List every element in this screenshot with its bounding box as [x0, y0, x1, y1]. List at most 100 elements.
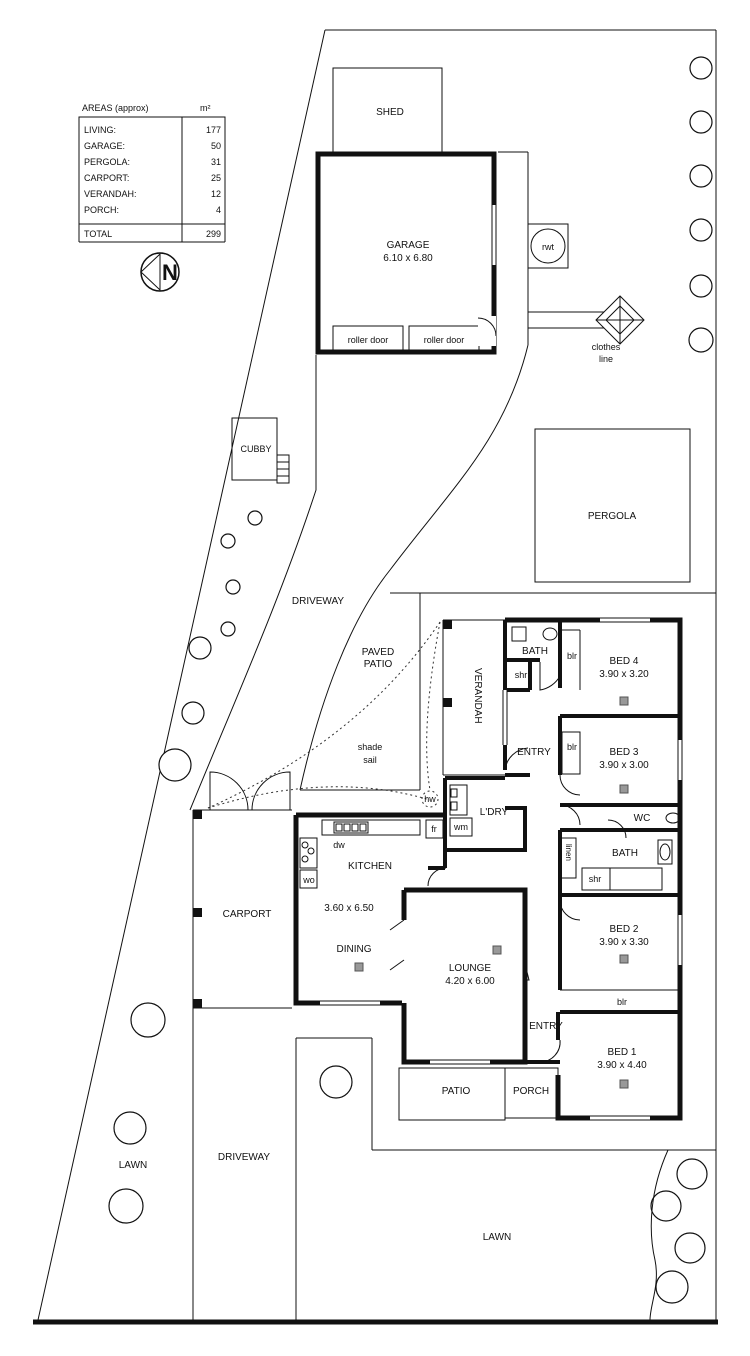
- porch-label: PORCH: [513, 1086, 549, 1097]
- shr-top-label: shr: [515, 670, 528, 680]
- clothes-line-label-2: line: [599, 354, 613, 364]
- entry-top-label: ENTRY: [517, 747, 551, 758]
- carport-label: CARPORT: [223, 909, 272, 920]
- room-marker: [354, 962, 364, 972]
- garage-label: GARAGE: [387, 240, 430, 251]
- blr-bed3-label: blr: [567, 742, 577, 752]
- tree-icon: [181, 701, 205, 725]
- area-value-living: 177: [206, 125, 221, 135]
- bed3-label: BED 3: [610, 747, 639, 758]
- tree-icon: [113, 1111, 147, 1145]
- ldry-label: L'DRY: [480, 807, 509, 818]
- kitchen-dims: 3.60 x 6.50: [324, 903, 374, 914]
- bed4-dims: 3.90 x 3.20: [599, 669, 649, 680]
- fr-label: fr: [431, 824, 437, 834]
- cubby-label: CUBBY: [240, 444, 271, 454]
- clothes-line: clothes line: [528, 295, 645, 364]
- lawn-bottom-label: LAWN: [483, 1232, 512, 1243]
- shed: SHED: [332, 67, 443, 153]
- tree-icon: [689, 218, 713, 242]
- clothes-line-label-1: clothes: [592, 342, 621, 352]
- north-letter: N: [162, 260, 178, 285]
- area-total-value: 299: [206, 229, 221, 239]
- carport: [193, 809, 292, 1008]
- room-marker: [619, 954, 629, 964]
- area-value-pergola: 31: [211, 157, 221, 167]
- bed1-dims: 3.90 x 4.40: [597, 1060, 647, 1071]
- driveway-top-label: DRIVEWAY: [292, 596, 345, 607]
- bed4-label: BED 4: [610, 656, 639, 667]
- blr-bed4-label: blr: [567, 651, 577, 661]
- room-marker: [619, 1079, 629, 1089]
- area-label-pergola: PERGOLA:: [84, 157, 130, 167]
- areas-heading: AREAS (approx): [82, 103, 149, 113]
- garage-dims: 6.10 x 6.80: [383, 253, 433, 264]
- blr-bed1-label: blr: [617, 997, 627, 1007]
- house-walls: [293, 617, 683, 1121]
- room-labels: BATH shr blr BED 4 3.90 x 3.20 ENTRY blr…: [302, 646, 650, 1097]
- paved-patio-label-1: PAVED: [362, 647, 394, 658]
- paved-patio-label-2: PATIO: [364, 659, 393, 670]
- room-marker: [619, 696, 629, 706]
- verandah-label: VERANDAH: [472, 668, 483, 724]
- tree-icon: [130, 1002, 166, 1038]
- room-marker: [492, 945, 502, 955]
- lounge-label: LOUNGE: [449, 963, 492, 974]
- shed-label: SHED: [376, 107, 404, 118]
- bed2-label: BED 2: [610, 924, 639, 935]
- lounge-dims: 4.20 x 6.00: [445, 976, 495, 987]
- area-value-carport: 25: [211, 173, 221, 183]
- areas-table: AREAS (approx) m² LIVING: 177 GARAGE: 50…: [78, 103, 226, 243]
- pergola: PERGOLA: [534, 428, 691, 583]
- shrub-icon: [247, 510, 263, 526]
- area-label-living: LIVING:: [84, 125, 116, 135]
- carport-gates: [209, 771, 291, 811]
- area-total-label: TOTAL: [84, 229, 112, 239]
- tree-icon: [108, 1188, 144, 1224]
- property-boundary: [33, 29, 718, 1325]
- area-label-garage: GARAGE:: [84, 141, 125, 151]
- bath-top-label: BATH: [522, 646, 548, 657]
- outdoor-labels: DRIVEWAY PAVED PATIO shade sail CARPORT …: [119, 596, 512, 1243]
- tree-icon: [319, 1065, 353, 1099]
- shrub-icon: [220, 533, 236, 549]
- tree-icon: [676, 1158, 708, 1190]
- shr-mid-label: shr: [589, 874, 602, 884]
- kitchen-label: KITCHEN: [348, 861, 392, 872]
- shrub-icon: [220, 621, 236, 637]
- wo-label: wo: [302, 875, 315, 885]
- patio-label: PATIO: [442, 1086, 471, 1097]
- tree-icon: [188, 636, 212, 660]
- room-markers: [354, 696, 629, 1089]
- tree-icon: [689, 274, 713, 298]
- verandah: VERANDAH: [442, 619, 505, 776]
- tree-icon: [674, 1232, 706, 1264]
- bed1-label: BED 1: [608, 1047, 637, 1058]
- cubby: CUBBY: [231, 417, 290, 484]
- dining-label: DINING: [337, 944, 372, 955]
- tree-icon: [650, 1190, 682, 1222]
- area-value-verandah: 12: [211, 189, 221, 199]
- area-label-porch: PORCH:: [84, 205, 119, 215]
- shade-sail-label-1: shade: [358, 742, 383, 752]
- tree-icon: [655, 1270, 689, 1304]
- areas-unit: m²: [200, 103, 211, 113]
- area-value-garage: 50: [211, 141, 221, 151]
- linen-label: linen: [564, 844, 573, 861]
- garage: GARAGE 6.10 x 6.80 roller door roller do…: [315, 151, 498, 355]
- rwt-label: rwt: [542, 242, 554, 252]
- shade-sail: [207, 621, 441, 809]
- wm-label: wm: [453, 822, 468, 832]
- north-arrow-icon: N: [140, 252, 180, 292]
- tree-icon: [688, 327, 714, 353]
- dw-label: dw: [333, 840, 345, 850]
- tree-icon: [689, 164, 713, 188]
- shade-sail-label-2: sail: [363, 755, 377, 765]
- driveway-bottom-label: DRIVEWAY: [218, 1152, 271, 1163]
- tree-icon: [689, 110, 713, 134]
- shrub-icon: [225, 579, 241, 595]
- bed2-dims: 3.90 x 3.30: [599, 937, 649, 948]
- roller-door-2-label: roller door: [424, 335, 465, 345]
- area-label-verandah: VERANDAH:: [84, 189, 137, 199]
